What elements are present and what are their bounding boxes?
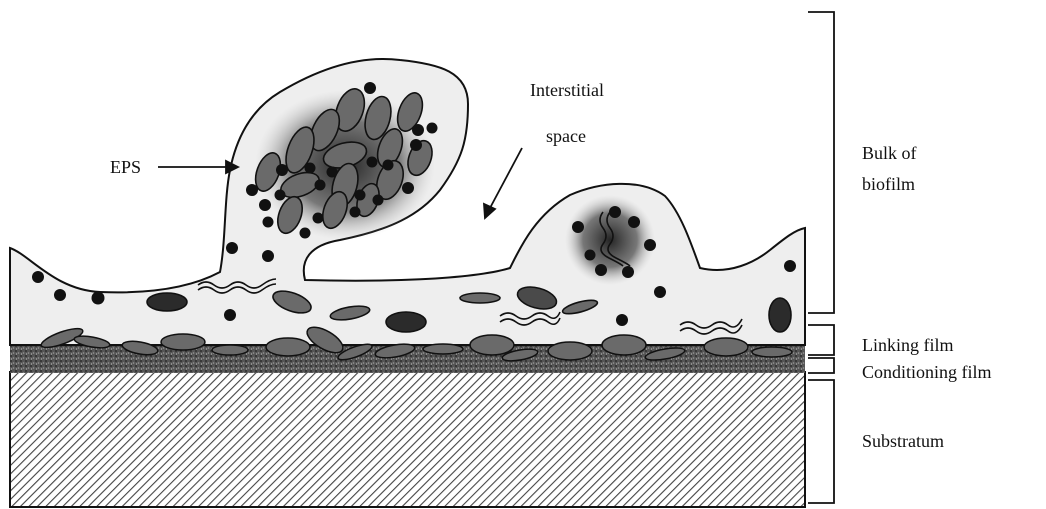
eps-label: EPS (110, 157, 141, 177)
linking-film-label: Linking film (862, 335, 954, 355)
bulk-label-line2: biofilm (862, 174, 915, 194)
interstitial-label: Interstitial (530, 80, 604, 100)
microcolony-shade (565, 195, 655, 285)
bulk-label: Bulk of (862, 143, 917, 163)
interstitial-arrow (484, 148, 522, 218)
conditioning-bracket (808, 358, 834, 373)
substratum-label: Substratum (862, 431, 944, 451)
substratum-block (10, 372, 805, 507)
substratum-bracket (808, 380, 834, 503)
linking-bracket (808, 325, 834, 355)
bulk-bracket (808, 12, 834, 313)
interstitial-label-line2: space (546, 126, 586, 146)
layer-brackets (808, 12, 834, 503)
conditioning-film-label: Conditioning film (862, 362, 992, 382)
eps-arrow (158, 161, 238, 173)
